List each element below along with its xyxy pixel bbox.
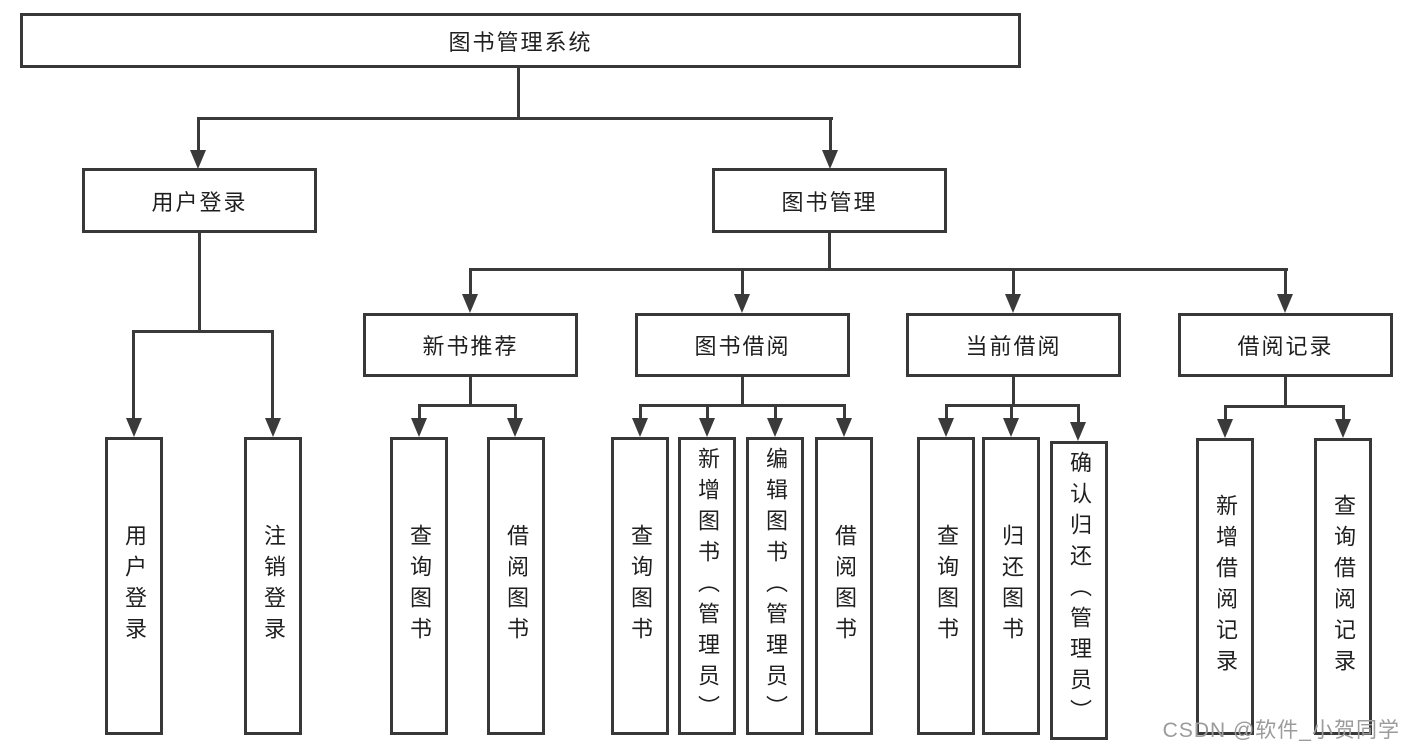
leaf-add-borrow-record: 新增借阅记录 [1196, 438, 1254, 735]
connector-line [1224, 405, 1344, 408]
connector-line [469, 268, 1288, 271]
connector-line [741, 268, 744, 296]
arrow-down-icon [1217, 419, 1233, 438]
connector-line [1077, 404, 1080, 424]
arrow-down-icon [632, 418, 648, 437]
arrow-down-icon [734, 294, 750, 313]
connector-line [198, 233, 201, 333]
leaf-edit-books-admin: 编辑图书（管理员） [746, 437, 804, 735]
leaf-logout: 注销登录 [244, 437, 302, 735]
leaf-query-books-borrowing-label: 查询图书 [628, 524, 653, 648]
connector-line [774, 404, 777, 420]
connector-line [132, 330, 274, 333]
leaf-query-books-recommend-label: 查询图书 [407, 524, 432, 648]
connector-line [741, 377, 744, 406]
leaf-return-books: 归还图书 [982, 437, 1040, 735]
connector-line [639, 404, 845, 407]
connector-line [197, 117, 833, 120]
arrow-down-icon [1003, 418, 1019, 437]
connector-line [469, 377, 472, 406]
connector-line [418, 404, 517, 407]
connector-line [1224, 405, 1227, 420]
arrow-down-icon [462, 294, 478, 313]
arrow-down-icon [1070, 422, 1086, 441]
node-borrowing-records: 借阅记录 [1178, 313, 1393, 377]
leaf-query-borrow-record-label: 查询借阅记录 [1331, 493, 1356, 680]
leaf-add-borrow-record-label: 新增借阅记录 [1213, 493, 1238, 680]
connector-line [1342, 405, 1345, 420]
arrow-down-icon [265, 418, 281, 437]
connector-line [1284, 268, 1287, 296]
connector-line [514, 404, 517, 420]
leaf-add-books-admin: 新增图书（管理员） [678, 437, 736, 735]
leaf-confirm-return-admin: 确认归还（管理员） [1050, 441, 1108, 740]
node-book-management: 图书管理 [712, 168, 947, 233]
leaf-user-login-label: 用户登录 [122, 524, 147, 648]
leaf-query-books-recommend: 查询图书 [390, 437, 448, 735]
node-book-management-label: 图书管理 [781, 189, 878, 215]
arrow-down-icon [1277, 294, 1293, 313]
connector-line [1010, 404, 1013, 420]
watermark: CSDN @软件_小贺同学 [1162, 719, 1400, 742]
connector-line [843, 404, 846, 420]
leaf-user-login: 用户登录 [105, 437, 163, 735]
connector-line [1284, 377, 1287, 407]
leaf-query-books-current-label: 查询图书 [934, 524, 959, 648]
connector-line [271, 330, 274, 419]
arrow-down-icon [190, 150, 206, 169]
node-book-borrowing: 图书借阅 [635, 313, 850, 377]
node-borrowing-records-label: 借阅记录 [1237, 334, 1334, 359]
leaf-query-books-current: 查询图书 [917, 437, 975, 735]
arrow-down-icon [411, 418, 427, 437]
arrow-down-icon [767, 418, 783, 437]
connector-line [1012, 377, 1015, 406]
connector-line [829, 117, 832, 152]
connector-line [197, 117, 200, 152]
connector-line [132, 330, 135, 419]
node-root: 图书管理系统 [20, 13, 1021, 68]
connector-line [945, 404, 948, 420]
arrow-down-icon [1005, 294, 1021, 313]
node-book-borrowing-label: 图书借阅 [694, 334, 791, 359]
connector-line [706, 404, 709, 420]
node-current-borrowing-label: 当前借阅 [965, 334, 1062, 359]
arrow-down-icon [1335, 419, 1351, 438]
connector-line [639, 404, 642, 420]
leaf-borrow-books-recommend: 借阅图书 [487, 437, 545, 735]
leaf-borrow-books-recommend-label: 借阅图书 [504, 524, 529, 648]
leaf-borrow-books-borrowing: 借阅图书 [815, 437, 873, 735]
arrow-down-icon [822, 150, 838, 169]
connector-line [1012, 268, 1015, 296]
leaf-query-books-borrowing: 查询图书 [611, 437, 669, 735]
leaf-confirm-return-admin-label: 确认归还（管理员） [1067, 451, 1092, 730]
leaf-borrow-books-borrowing-label: 借阅图书 [832, 524, 857, 648]
node-root-label: 图书管理系统 [448, 29, 593, 55]
arrow-down-icon [126, 418, 142, 437]
leaf-return-books-label: 归还图书 [999, 524, 1024, 648]
arrow-down-icon [699, 418, 715, 437]
connector-line [469, 268, 472, 296]
node-current-borrowing: 当前借阅 [906, 313, 1121, 377]
arrow-down-icon [938, 418, 954, 437]
leaf-edit-books-admin-label: 编辑图书（管理员） [763, 446, 788, 726]
node-new-book-recommend: 新书推荐 [363, 313, 578, 377]
arrow-down-icon [836, 418, 852, 437]
arrow-down-icon [507, 418, 523, 437]
connector-line [517, 68, 520, 119]
node-user-login-label: 用户登录 [151, 189, 248, 215]
node-new-book-recommend-label: 新书推荐 [422, 334, 519, 359]
node-user-login: 用户登录 [82, 168, 317, 233]
connector-line [418, 404, 421, 420]
connector-line [828, 233, 831, 271]
leaf-query-borrow-record: 查询借阅记录 [1314, 438, 1372, 735]
leaf-add-books-admin-label: 新增图书（管理员） [695, 446, 720, 726]
leaf-logout-label: 注销登录 [261, 524, 286, 648]
